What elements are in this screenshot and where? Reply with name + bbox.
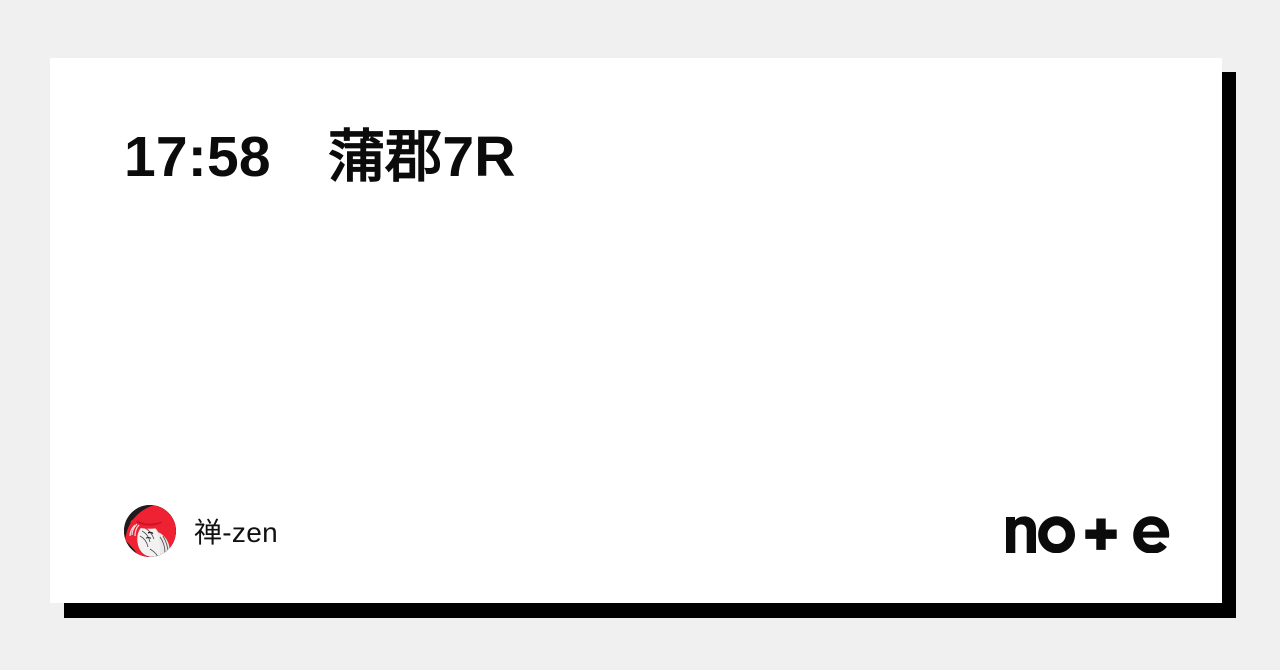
article-share-card: 17:58 蒲郡7R	[50, 58, 1222, 603]
page-title: 17:58 蒲郡7R	[124, 125, 516, 189]
author-block[interactable]: 禅-zen	[124, 505, 278, 557]
note-logo[interactable]	[1006, 509, 1170, 553]
author-name: 禅-zen	[194, 517, 278, 548]
card-footer: 禅-zen	[124, 503, 1170, 559]
avatar	[124, 505, 176, 557]
